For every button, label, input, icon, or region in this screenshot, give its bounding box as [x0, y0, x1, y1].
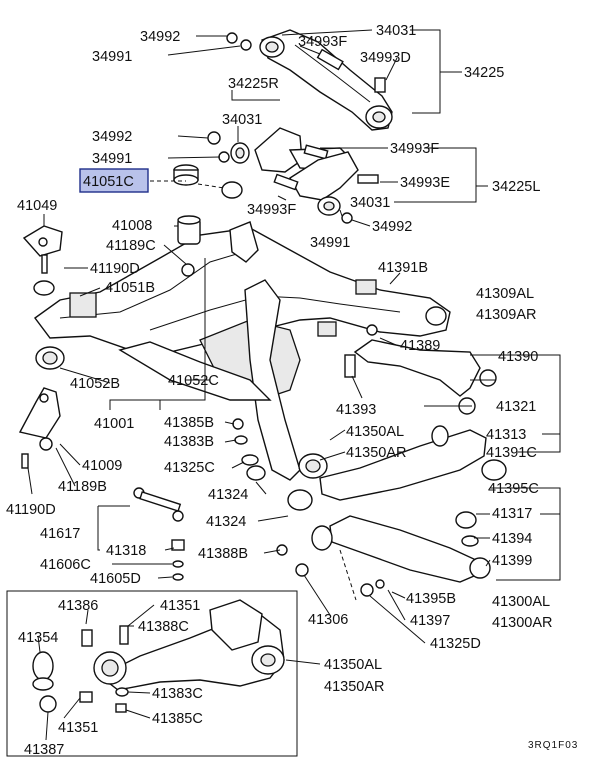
- label-34031-top[interactable]: 34031: [376, 23, 416, 39]
- toe-link-41617-drawing: [133, 487, 185, 581]
- label-34225R[interactable]: 34225R: [228, 76, 279, 92]
- label-41350AL-inset[interactable]: 41350AL: [324, 657, 382, 673]
- label-41300AL[interactable]: 41300AL: [492, 594, 550, 610]
- label-34993E[interactable]: 34993E: [400, 175, 450, 191]
- label-41190D-bottom[interactable]: 41190D: [6, 502, 56, 518]
- label-34993F-mid[interactable]: 34993F: [390, 141, 439, 157]
- label-34992-top[interactable]: 34992: [140, 29, 180, 45]
- upper-arm-34225-drawing: [226, 29, 393, 131]
- label-41606C[interactable]: 41606C: [40, 557, 91, 573]
- bushing-41051C-drawing: [173, 164, 243, 199]
- label-41189C[interactable]: 41189C: [106, 238, 156, 254]
- label-41351-bottom[interactable]: 41351: [58, 720, 98, 736]
- part-labels: 34992 34991 34031 34993F 34993D 34225 34…: [6, 23, 578, 758]
- label-41393[interactable]: 41393: [336, 402, 376, 418]
- label-34992-mid[interactable]: 34992: [92, 129, 132, 145]
- label-34991-mid[interactable]: 34991: [92, 151, 132, 167]
- label-41189B[interactable]: 41189B: [58, 479, 107, 495]
- label-41324-bottom[interactable]: 41324: [206, 514, 246, 530]
- label-41387[interactable]: 41387: [24, 742, 64, 758]
- label-41325D[interactable]: 41325D: [430, 636, 481, 652]
- label-41008[interactable]: 41008: [112, 218, 152, 234]
- label-41389[interactable]: 41389: [400, 338, 440, 354]
- label-34993F-top[interactable]: 34993F: [298, 34, 347, 50]
- label-41313[interactable]: 41313: [486, 427, 526, 443]
- label-41385B[interactable]: 41385B: [164, 415, 214, 431]
- label-34993D[interactable]: 34993D: [360, 50, 411, 66]
- label-41605D[interactable]: 41605D: [90, 571, 141, 587]
- label-41052C[interactable]: 41052C: [168, 373, 219, 389]
- crossmember-41001-drawing: [34, 221, 451, 481]
- label-34992-low[interactable]: 34992: [372, 219, 412, 235]
- label-41383C[interactable]: 41383C: [152, 686, 203, 702]
- inset-trailing-arm-drawing: [6, 590, 298, 757]
- label-41309AL[interactable]: 41309AL: [476, 286, 534, 302]
- label-41394[interactable]: 41394: [492, 531, 532, 547]
- upper-arm-34225L-drawing: [273, 151, 379, 224]
- label-41001[interactable]: 41001: [94, 416, 134, 432]
- label-41391B[interactable]: 41391B: [378, 260, 428, 276]
- leader-lines: [27, 29, 561, 741]
- label-41386[interactable]: 41386: [58, 598, 98, 614]
- label-41354[interactable]: 41354: [18, 630, 58, 646]
- label-41397[interactable]: 41397: [410, 613, 450, 629]
- label-41321[interactable]: 41321: [496, 399, 536, 415]
- label-41190D-top[interactable]: 41190D: [90, 261, 140, 277]
- label-41350AL-main[interactable]: 41350AL: [346, 424, 404, 440]
- label-41385C[interactable]: 41385C: [152, 711, 203, 727]
- bushing-41008-drawing: [177, 215, 201, 277]
- label-34991-low[interactable]: 34991: [310, 235, 350, 251]
- label-41051B[interactable]: 41051B: [105, 280, 155, 296]
- label-41051C-highlighted[interactable]: 41051C: [83, 174, 134, 190]
- label-41395B[interactable]: 41395B: [406, 591, 456, 607]
- label-41318[interactable]: 41318: [106, 543, 146, 559]
- label-41350AR-main[interactable]: 41350AR: [346, 445, 406, 461]
- label-41383B[interactable]: 41383B: [164, 434, 214, 450]
- highlight-box-41051C: [79, 168, 149, 193]
- label-41009[interactable]: 41009: [82, 458, 122, 474]
- label-41309AR[interactable]: 41309AR: [476, 307, 536, 323]
- label-41317[interactable]: 41317: [492, 506, 532, 522]
- label-34031-mid[interactable]: 34031: [222, 112, 262, 128]
- label-34993F-low[interactable]: 34993F: [247, 202, 296, 218]
- label-41306[interactable]: 41306: [308, 612, 348, 628]
- label-41390[interactable]: 41390: [498, 349, 538, 365]
- label-41324-top[interactable]: 41324: [208, 487, 248, 503]
- label-41351-top[interactable]: 41351: [160, 598, 200, 614]
- label-41350AR-inset[interactable]: 41350AR: [324, 679, 384, 695]
- label-41399[interactable]: 41399: [492, 553, 532, 569]
- label-34225L[interactable]: 34225L: [492, 179, 540, 195]
- label-41391C[interactable]: 41391C: [486, 445, 537, 461]
- label-34225[interactable]: 34225: [464, 65, 504, 81]
- bracket-41009-drawing: [18, 387, 61, 469]
- lower-arm-41300-drawing: [295, 511, 491, 597]
- lower-arm-41313-drawing: [287, 425, 507, 511]
- label-41325C[interactable]: 41325C: [164, 460, 215, 476]
- label-41049[interactable]: 41049: [17, 198, 57, 214]
- label-41617[interactable]: 41617: [40, 526, 80, 542]
- label-34031-low[interactable]: 34031: [350, 195, 390, 211]
- label-41388C[interactable]: 41388C: [138, 619, 189, 635]
- label-41052B[interactable]: 41052B: [70, 376, 120, 392]
- label-34991-top[interactable]: 34991: [92, 49, 132, 65]
- label-41395C[interactable]: 41395C: [488, 481, 539, 497]
- label-41300AR[interactable]: 41300AR: [492, 615, 552, 631]
- figure-code: 3RQ1F03: [528, 740, 578, 751]
- mount-41049-drawing: [22, 225, 97, 370]
- label-41388B[interactable]: 41388B: [198, 546, 248, 562]
